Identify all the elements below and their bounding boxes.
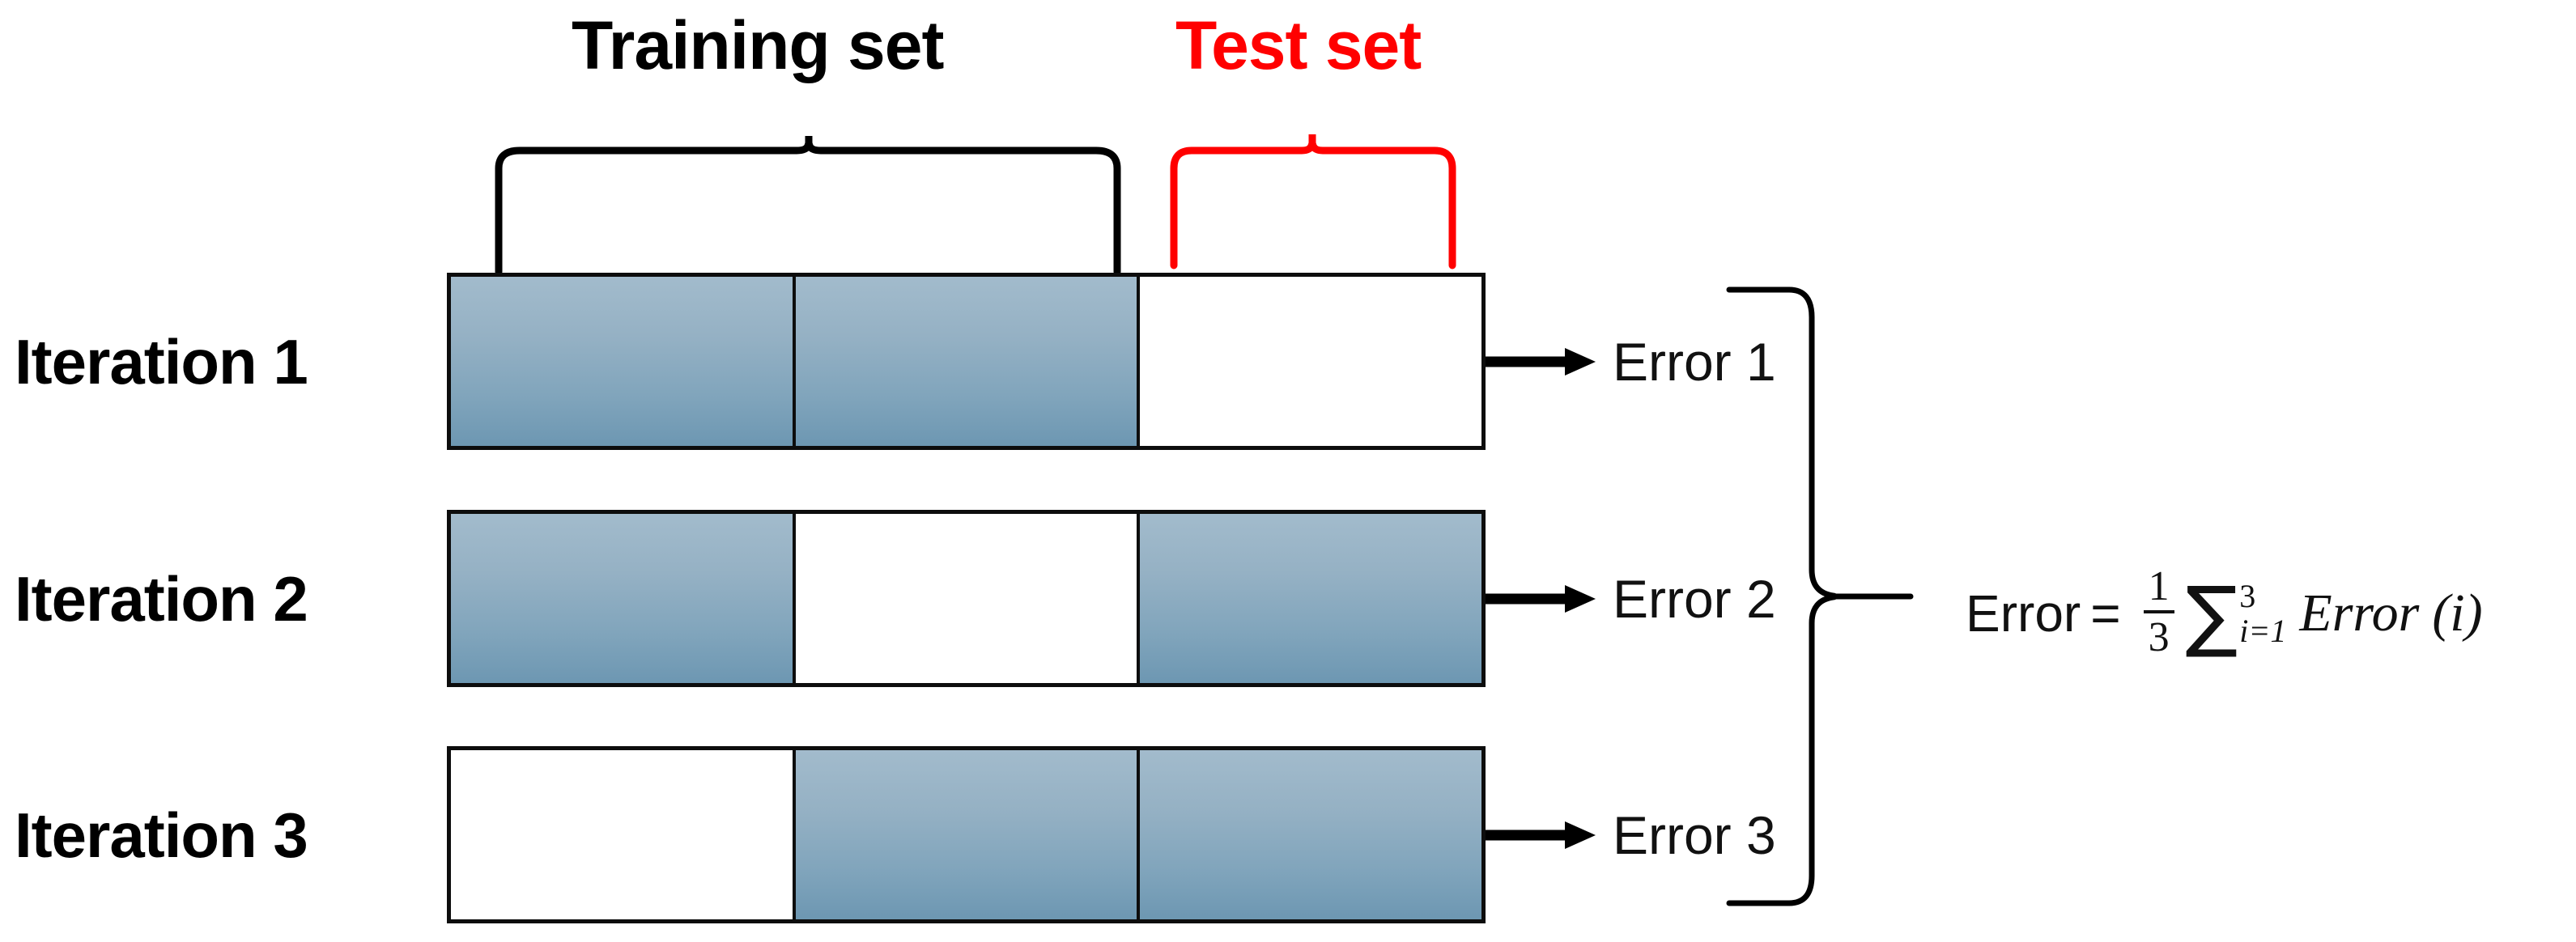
error-label-2: Error 2 [1613,568,1776,629]
iteration-label-3: Iteration 3 [15,799,308,871]
error-label-3: Error 3 [1613,804,1776,865]
fold-cell-test [795,514,1141,683]
fold-bar-3 [447,746,1486,923]
sigma-upper-limit: 3 [2239,577,2256,614]
formula-argument: (i) [2432,583,2483,643]
arrow-to-error-2 [1486,584,1596,613]
training-set-label: Training set [572,7,944,83]
sigma-icon: ∑ [2185,569,2238,660]
formula-fraction: 1 3 [2143,563,2174,661]
iteration-label-2: Iteration 2 [15,562,308,634]
test-set-brace [1170,134,1456,269]
iteration-row-2: Iteration 2 Error 2 [0,507,2576,690]
summation-operator: ∑ 3 i=1 [2185,569,2287,660]
summation-limits: 3 i=1 [2239,577,2287,650]
sigma-lower-limit: i=1 [2239,613,2287,650]
formula-equals: = [2090,584,2121,643]
arrow-to-error-1 [1486,347,1596,376]
iteration-label-1: Iteration 1 [15,325,308,397]
arrow-to-error-3 [1486,821,1596,849]
fold-cell-test [451,750,796,919]
formula-term: Error [2299,583,2420,643]
fraction-numerator: 1 [2148,563,2170,609]
iteration-row-1: Iteration 1 Error 1 [0,270,2576,452]
fold-cell-train [1140,514,1482,683]
fold-cell-test [1140,277,1482,446]
fold-cell-train [795,750,1141,919]
iteration-row-3: Iteration 3 Error 3 [0,744,2576,926]
total-error-brace [1726,286,1914,906]
fold-cell-train [451,277,796,446]
test-set-label: Test set [1175,7,1422,83]
fold-cell-train [1140,750,1482,919]
fraction-bar [2143,610,2174,614]
overall-error-formula: Error = 1 3 ∑ 3 i=1 Error (i) [1966,563,2483,661]
fold-bar-2 [447,510,1486,687]
fold-cell-train [795,277,1141,446]
formula-lhs: Error [1966,584,2081,643]
error-label-1: Error 1 [1613,331,1776,392]
fold-bar-1 [447,273,1486,450]
fold-cell-train [451,514,796,683]
training-set-brace [495,136,1121,276]
fraction-denominator: 3 [2148,614,2170,661]
